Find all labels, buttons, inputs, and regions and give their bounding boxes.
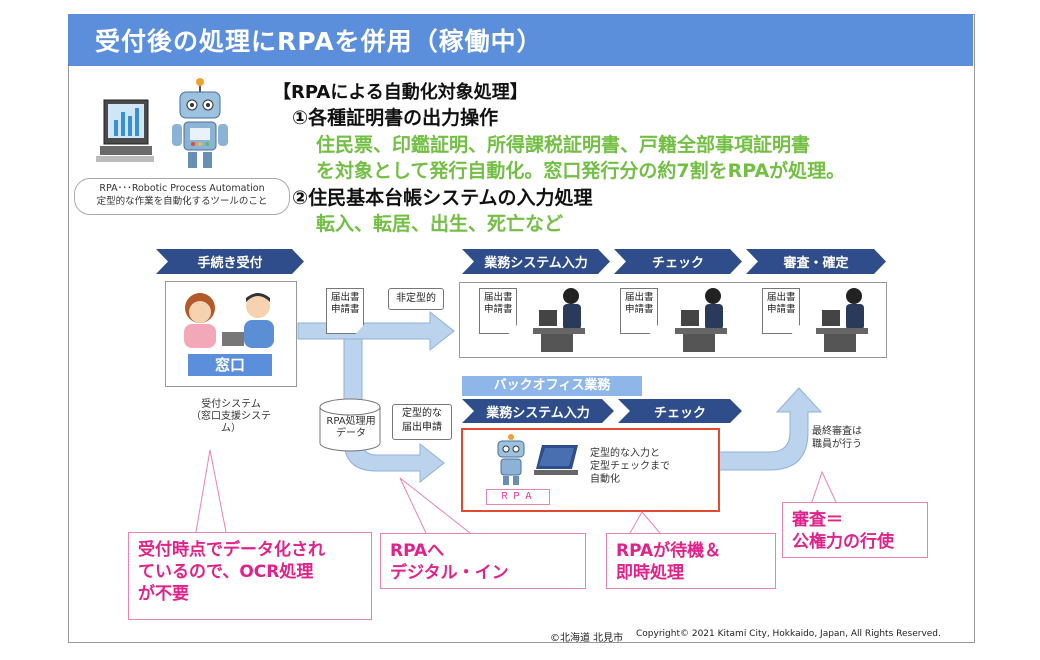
footer-copyright: Copyright© 2021 Kitami City, Hokkaido, J… <box>636 629 941 639</box>
staff-at-desk-icon <box>675 288 727 352</box>
target-item1-line2: を対象として発行自動化。窓口発行分の約7割をRPAが処理。 <box>316 160 846 182</box>
reception-caption: 受付システム （窓口支援システム） <box>191 399 271 434</box>
step-review: 審査・確定 <box>746 249 886 274</box>
rpa-definition: RPA･･･Robotic Process Automation 定型的な作業を… <box>74 178 290 215</box>
staff-at-desk-icon <box>533 288 585 352</box>
callout-digital-in: RPAへ デジタル・イン <box>380 533 586 589</box>
rpa-label: ＲＰＡ <box>486 489 550 505</box>
bo-step-check: チェック <box>618 399 742 423</box>
rpa-definition-line1: RPA･･･Robotic Process Automation <box>99 183 265 194</box>
callout-instant-processing: RPAが待機＆ 即時処理 <box>606 533 776 589</box>
manual-processing-box <box>459 282 887 358</box>
footer-org: ©北海道 北見市 <box>550 633 624 644</box>
step-reception: 手続き受付 <box>156 249 304 274</box>
form-document-3: 届出書申請書 <box>620 288 658 334</box>
bo-step-input: 業務システム入力 <box>462 399 614 423</box>
target-item2-title: ②住民基本台帳システムの入力処理 <box>292 187 593 209</box>
rpa-definition-line2: 定型的な作業を自動化するツールのこと <box>96 196 268 207</box>
standard-label: 定型的な届出申請 <box>392 404 452 440</box>
window-label: 窓口 <box>188 354 272 376</box>
rpa-data-cylinder-icon <box>319 398 381 452</box>
reception-box: 窓口 <box>165 281 297 387</box>
laptop-icon <box>534 445 578 475</box>
target-item1-line1: 住民票、印鑑証明、所得課税証明書、戸籍全部事項証明書 <box>316 134 811 156</box>
step-input: 業務システム入力 <box>462 249 610 274</box>
title-bar <box>68 14 973 66</box>
staff-at-desk-icon <box>816 288 868 352</box>
final-review-note: 最終審査は 職員が行う <box>812 426 862 450</box>
callout-public-authority: 審査＝ 公権力の行使 <box>782 502 928 558</box>
form-document-4: 届出書申請書 <box>762 288 800 334</box>
automation-description: 定型的な入力と 定型チェックまで 自動化 <box>590 448 670 485</box>
target-item2-line1: 転入、転居、出生、死亡など <box>316 213 564 235</box>
rpa-data-label: RPA処理用データ <box>326 416 376 439</box>
form-document-1: 届出書申請書 <box>326 288 364 334</box>
target-item1-title: ①各種証明書の出力操作 <box>292 107 499 129</box>
form-document-2: 届出書申請書 <box>479 288 517 334</box>
computer-illustration <box>96 99 154 162</box>
step-check: チェック <box>614 249 742 274</box>
callout-no-ocr: 受付時点でデータ化され ているので、OCR処理 が不要 <box>128 532 372 620</box>
robot-illustration <box>172 78 228 168</box>
page-title: 受付後の処理にRPAを併用（稼働中） <box>95 27 543 56</box>
nonstandard-label: 非定型的 <box>388 288 444 310</box>
rpa-targets-heading: 【RPAによる自動化対象処理】 <box>273 82 528 103</box>
staff-illustration <box>184 293 274 348</box>
rpa-robot-icon <box>497 434 525 485</box>
back-office-banner: バックオフィス業務 <box>462 376 642 396</box>
